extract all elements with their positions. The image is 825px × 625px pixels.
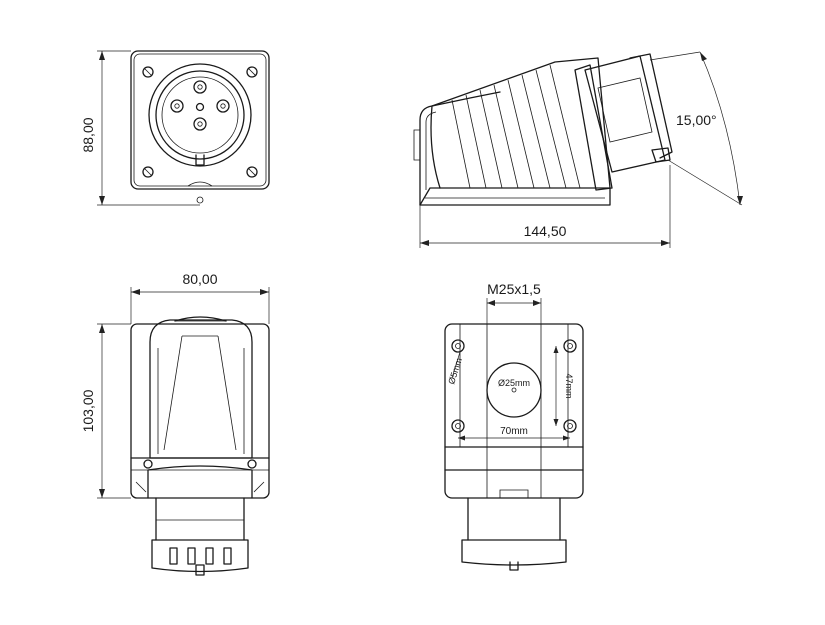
label-hole-diameter: Ø5mm (446, 357, 464, 386)
dim-angle: 15,00° (649, 51, 743, 206)
label-depth: 103,00 (80, 389, 96, 432)
plug-pin-tips (169, 547, 232, 576)
dim-front-height: 88,00 (80, 50, 200, 206)
label-hole-horizontal: 70mm (500, 426, 528, 437)
front-view (130, 50, 270, 204)
label-front-height: 88,00 (80, 117, 96, 152)
plug-pins (170, 80, 230, 131)
rear-view: 70mm 47mm Ø25mm Ø5mm (444, 323, 584, 571)
dim-depth: 103,00 (80, 323, 131, 499)
side-view (413, 53, 673, 206)
dim-side-length: 144,50 (419, 165, 671, 248)
corner-screws (142, 66, 258, 178)
label-angle: 15,00° (676, 112, 717, 128)
dim-width: 80,00 (130, 271, 270, 324)
label-width: 80,00 (182, 271, 217, 287)
label-thread: M25x1,5 (487, 281, 541, 297)
label-hole-vertical: 47mm (564, 373, 574, 398)
top-view (130, 316, 270, 576)
mounting-holes (451, 339, 577, 433)
label-side-length: 144,50 (524, 223, 567, 239)
side-ribs (451, 64, 581, 189)
label-cable-diameter: Ø25mm (498, 378, 530, 388)
dim-thread: M25x1,5 (486, 281, 542, 324)
